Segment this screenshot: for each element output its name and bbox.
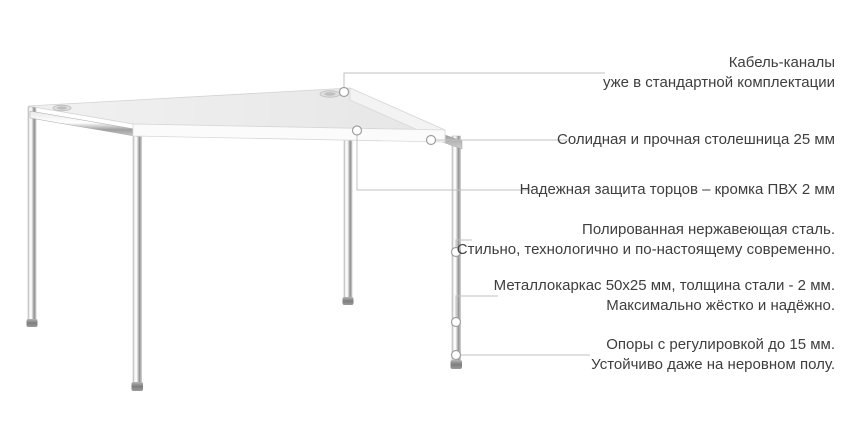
leader-line-pvc-edge	[356, 135, 533, 191]
adjustable-foot	[131, 382, 143, 391]
callout-text-line: уже в стандартной комплектации	[602, 74, 835, 91]
leader-line-frame	[455, 295, 498, 318]
leader-lines	[343, 72, 605, 356]
callout-text-line: Солидная и прочная столешница 25 мм	[557, 131, 835, 148]
desk-leg-back-left	[27, 106, 37, 321]
leader-line-cable-channels	[343, 72, 605, 88]
callout-tabletop: Солидная и прочная столешница 25 мм	[557, 130, 835, 150]
callout-text-line: Надежная защита торцов – кромка ПВХ 2 мм	[519, 181, 835, 198]
anchor-markers	[338, 86, 462, 361]
adjustable-foot	[450, 360, 462, 369]
callout-text-line: Максимально жёстко и надёжно.	[606, 297, 835, 314]
callout-cable-channels: Кабель-каналы уже в стандартной комплект…	[603, 53, 835, 93]
callout-text-line: Металлокаркас 50х25 мм, толщина стали - …	[493, 277, 835, 294]
callout-stainless-steel: Полированная нержавеющая сталь. Стильно,…	[457, 220, 835, 260]
marker-pvc-edge	[351, 125, 363, 136]
desk-leg-front-left	[132, 128, 142, 384]
callout-text-line: Полированная нержавеющая сталь.	[582, 221, 835, 238]
adjustable-foot	[26, 319, 38, 327]
marker-steel	[450, 246, 462, 258]
callout-metal-frame: Металлокаркас 50х25 мм, толщина стали - …	[494, 276, 835, 316]
marker-frame	[450, 316, 462, 328]
marker-cable-channels	[338, 86, 350, 98]
cable-grommet	[319, 90, 341, 98]
leader-line-steel	[455, 239, 472, 248]
tabletop	[27, 87, 446, 143]
callout-text-line: Опоры с регулировкой до 15 мм.	[606, 336, 835, 353]
callout-adjustable-feet: Опоры с регулировкой до 15 мм. Устойчиво…	[591, 335, 835, 375]
cable-grommet	[52, 104, 72, 112]
callout-text-line: Кабель-каналы	[728, 54, 835, 71]
marker-tabletop	[425, 134, 437, 146]
adjustable-foot	[342, 297, 354, 305]
callout-text-line: Устойчиво даже на неровном полу.	[591, 356, 835, 373]
callout-pvc-edge: Надежная защита торцов – кромка ПВХ 2 мм	[520, 180, 835, 200]
callout-text-line: Стильно, технологично и по-настоящему со…	[456, 241, 835, 258]
marker-feet	[450, 349, 462, 361]
tabletop-edge-front	[132, 123, 446, 143]
frame-rail-left	[29, 110, 141, 138]
